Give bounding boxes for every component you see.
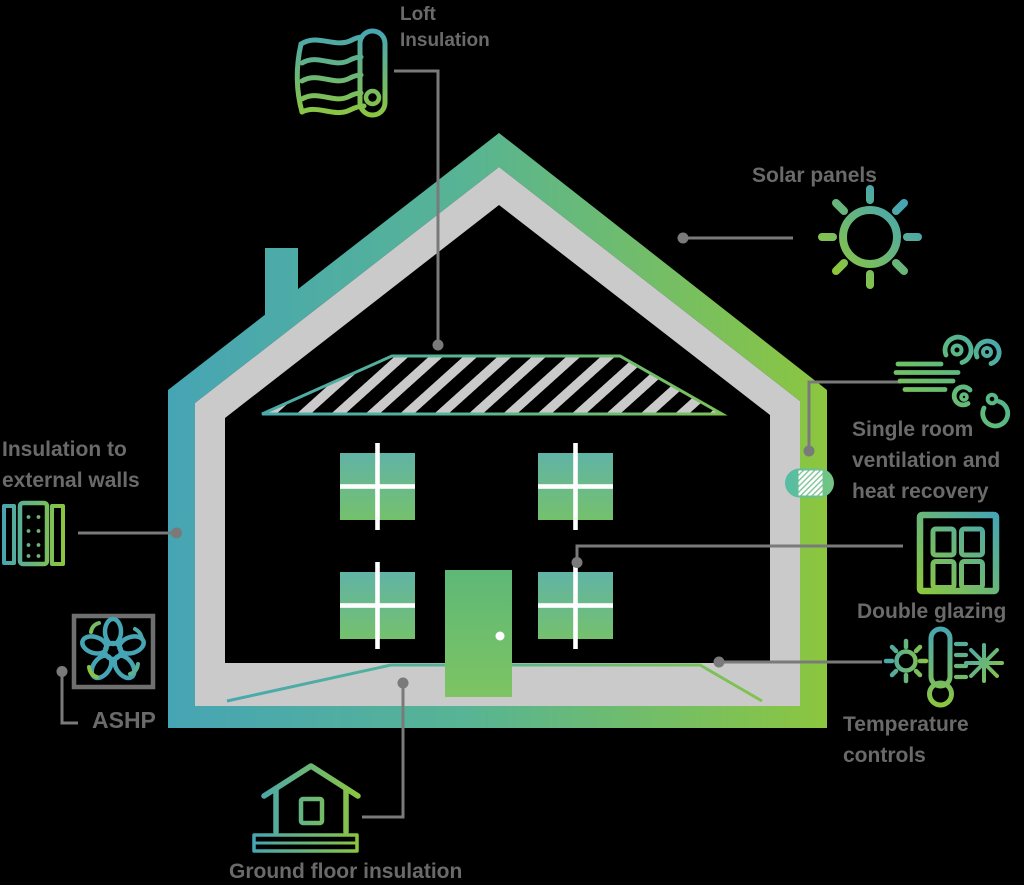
label-temperature-controls: Temperature controls: [843, 709, 969, 771]
thermometer-icon: [927, 626, 969, 708]
label-solar-panels: Solar panels: [752, 164, 877, 187]
label-line: Temperature: [843, 713, 969, 736]
connector-loft: [394, 69, 440, 344]
house-outline-band: [168, 133, 827, 728]
thermometer-sun-snowflake-icon: [883, 626, 1004, 708]
ground-floor-outline: [226, 663, 763, 703]
label-line: external walls: [2, 469, 140, 492]
connector-lines: [60, 69, 903, 819]
label-line: heat recovery: [852, 480, 989, 503]
label-line: Insulation: [400, 30, 490, 51]
label-line: Insulation to: [2, 438, 127, 461]
wall-vent-unit: [785, 468, 834, 498]
label-line: Loft: [400, 4, 436, 25]
window-icon: [916, 511, 1000, 595]
house-foundation-icon: [252, 763, 361, 853]
sun-icon: [818, 185, 922, 289]
front-door: [445, 570, 512, 697]
label-ashp: ASHP: [92, 707, 156, 733]
connector-ground: [362, 684, 405, 819]
loft-insulation-area: [261, 354, 728, 416]
label-ground-floor-insulation: Ground floor insulation: [229, 860, 463, 883]
insulation-roll-icon: [294, 28, 388, 118]
label-line: Single room: [852, 418, 974, 441]
label-double-glazing: Double glazing: [857, 600, 1007, 623]
fan-box: [71, 613, 156, 690]
connector-ashp: [60, 673, 78, 725]
window: [538, 562, 613, 649]
connector-glazing: [575, 544, 903, 560]
label-line: ventilation and: [852, 449, 1001, 472]
heat-sun-icon: [883, 638, 929, 684]
fan-icon: [71, 613, 156, 690]
wall-layers-icon: [2, 500, 65, 567]
window: [538, 443, 613, 530]
window: [340, 562, 415, 649]
label-line: controls: [843, 744, 926, 767]
wind-swirls-icon: [893, 334, 1011, 429]
label-loft-insulation: Loft Insulation: [400, 2, 490, 54]
windows: [340, 443, 613, 649]
label-insulation-external-walls: Insulation to external walls: [2, 434, 140, 496]
door-knob: [495, 631, 505, 641]
label-single-room-ventilation: Single room ventilation and heat recover…: [852, 414, 1000, 507]
snowflake-icon: [964, 643, 1004, 683]
connector-dots: [56, 232, 815, 689]
connector-vent: [807, 380, 901, 449]
window: [340, 443, 415, 530]
house-inner-gray-band: [195, 167, 800, 706]
